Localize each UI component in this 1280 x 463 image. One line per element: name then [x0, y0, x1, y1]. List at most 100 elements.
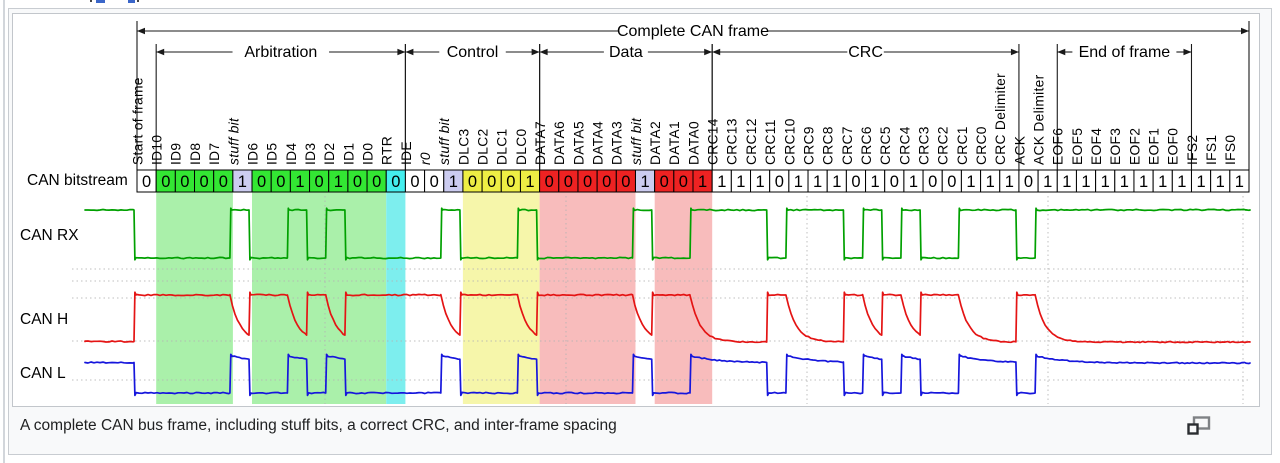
- svg-text:0: 0: [602, 173, 611, 191]
- svg-text:1: 1: [525, 173, 534, 191]
- svg-text:0: 0: [430, 173, 439, 191]
- svg-text:CRC5: CRC5: [878, 126, 893, 165]
- svg-text:0: 0: [257, 173, 266, 191]
- svg-text:0: 0: [468, 173, 477, 191]
- svg-text:DATA7: DATA7: [533, 121, 548, 165]
- highlight-bands: [156, 192, 713, 404]
- svg-text:0: 0: [564, 173, 573, 191]
- svg-text:1: 1: [1120, 173, 1129, 191]
- svg-text:CRC0: CRC0: [974, 126, 989, 165]
- svg-text:Data: Data: [609, 44, 643, 61]
- svg-text:1: 1: [698, 173, 707, 191]
- svg-text:0: 0: [410, 173, 419, 191]
- svg-text:CRC3: CRC3: [917, 126, 932, 165]
- svg-text:1: 1: [871, 173, 880, 191]
- svg-text:r0: r0: [418, 152, 433, 165]
- svg-text:CRC: CRC: [848, 44, 883, 61]
- svg-text:ID0: ID0: [361, 143, 376, 165]
- svg-text:ID7: ID7: [207, 143, 222, 165]
- svg-text:0: 0: [851, 173, 860, 191]
- svg-text:Complete CAN frame: Complete CAN frame: [617, 23, 769, 40]
- svg-text:1: 1: [1158, 173, 1167, 191]
- svg-text:1: 1: [756, 173, 765, 191]
- svg-text:DATA4: DATA4: [591, 121, 606, 165]
- trace-can-l: [84, 353, 1251, 397]
- svg-text:1: 1: [1043, 173, 1052, 191]
- svg-text:Control: Control: [447, 44, 499, 61]
- svg-text:EOF4: EOF4: [1089, 128, 1104, 165]
- svg-text:ID6: ID6: [245, 143, 260, 165]
- svg-text:0: 0: [315, 173, 324, 191]
- svg-text:ID10: ID10: [150, 135, 165, 165]
- svg-text:0: 0: [545, 173, 554, 191]
- svg-text:1: 1: [813, 173, 822, 191]
- svg-text:stuff bit: stuff bit: [629, 117, 644, 165]
- svg-text:ID8: ID8: [188, 143, 203, 165]
- svg-text:0: 0: [890, 173, 899, 191]
- row-label-can-l: CAN L: [20, 365, 66, 382]
- svg-text:1: 1: [1177, 173, 1186, 191]
- svg-text:CRC9: CRC9: [801, 126, 816, 165]
- svg-text:DLC0: DLC0: [514, 128, 529, 165]
- svg-text:ACK Delimiter: ACK Delimiter: [1032, 74, 1047, 165]
- svg-text:DATA1: DATA1: [667, 121, 682, 165]
- svg-text:stuff bit: stuff bit: [226, 117, 241, 165]
- svg-text:1: 1: [1062, 173, 1071, 191]
- svg-text:1: 1: [1216, 173, 1225, 191]
- svg-text:0: 0: [180, 173, 189, 191]
- svg-text:EOF1: EOF1: [1147, 128, 1162, 165]
- cut-off-text-fragment: [90, 0, 92, 2]
- svg-text:CRC12: CRC12: [744, 118, 759, 165]
- svg-text:RTR: RTR: [380, 136, 395, 165]
- figure-caption: A complete CAN bus frame, including stuf…: [20, 416, 1180, 435]
- svg-text:0: 0: [928, 173, 937, 191]
- svg-text:0: 0: [161, 173, 170, 191]
- svg-text:IDE: IDE: [399, 141, 414, 165]
- svg-text:DATA3: DATA3: [610, 121, 625, 165]
- svg-text:1: 1: [1101, 173, 1110, 191]
- svg-text:1: 1: [966, 173, 975, 191]
- svg-text:DATA0: DATA0: [686, 121, 701, 165]
- svg-text:0: 0: [353, 173, 362, 191]
- svg-text:1: 1: [334, 173, 343, 191]
- svg-text:CRC11: CRC11: [763, 119, 778, 165]
- svg-text:1: 1: [295, 173, 304, 191]
- svg-text:0: 0: [372, 173, 381, 191]
- svg-text:1: 1: [641, 173, 650, 191]
- svg-text:EOF0: EOF0: [1166, 128, 1181, 165]
- cut-off-text-fragment: [96, 0, 105, 3]
- cut-off-text-fragment: [137, 0, 139, 2]
- svg-text:0: 0: [391, 173, 400, 191]
- row-label-can-rx: CAN RX: [20, 227, 79, 244]
- page-left-border: [3, 0, 5, 463]
- svg-text:1: 1: [986, 173, 995, 191]
- svg-text:DATA5: DATA5: [571, 121, 586, 165]
- svg-text:0: 0: [506, 173, 515, 191]
- svg-text:0: 0: [583, 173, 592, 191]
- svg-text:1: 1: [1005, 173, 1014, 191]
- svg-text:0: 0: [200, 173, 209, 191]
- svg-text:ID5: ID5: [265, 143, 280, 165]
- svg-text:0: 0: [775, 173, 784, 191]
- figure-caption-text: A complete CAN bus frame, including stuf…: [20, 417, 617, 434]
- svg-text:Arbitration: Arbitration: [244, 44, 317, 61]
- svg-text:0: 0: [1024, 173, 1033, 191]
- svg-text:1: 1: [1081, 173, 1090, 191]
- svg-text:CRC1: CRC1: [955, 126, 970, 165]
- magnify-icon[interactable]: [1186, 414, 1214, 438]
- row-label-can-h: CAN H: [20, 311, 69, 328]
- svg-text:EOF2: EOF2: [1127, 128, 1142, 165]
- trace-can-rx: [84, 207, 1251, 261]
- svg-text:EOF3: EOF3: [1108, 128, 1123, 165]
- svg-text:0: 0: [487, 173, 496, 191]
- scope-gridlines: [72, 196, 1250, 404]
- svg-text:CRC Delimiter: CRC Delimiter: [993, 73, 1008, 165]
- svg-text:DLC2: DLC2: [476, 129, 491, 165]
- svg-text:1: 1: [1197, 173, 1206, 191]
